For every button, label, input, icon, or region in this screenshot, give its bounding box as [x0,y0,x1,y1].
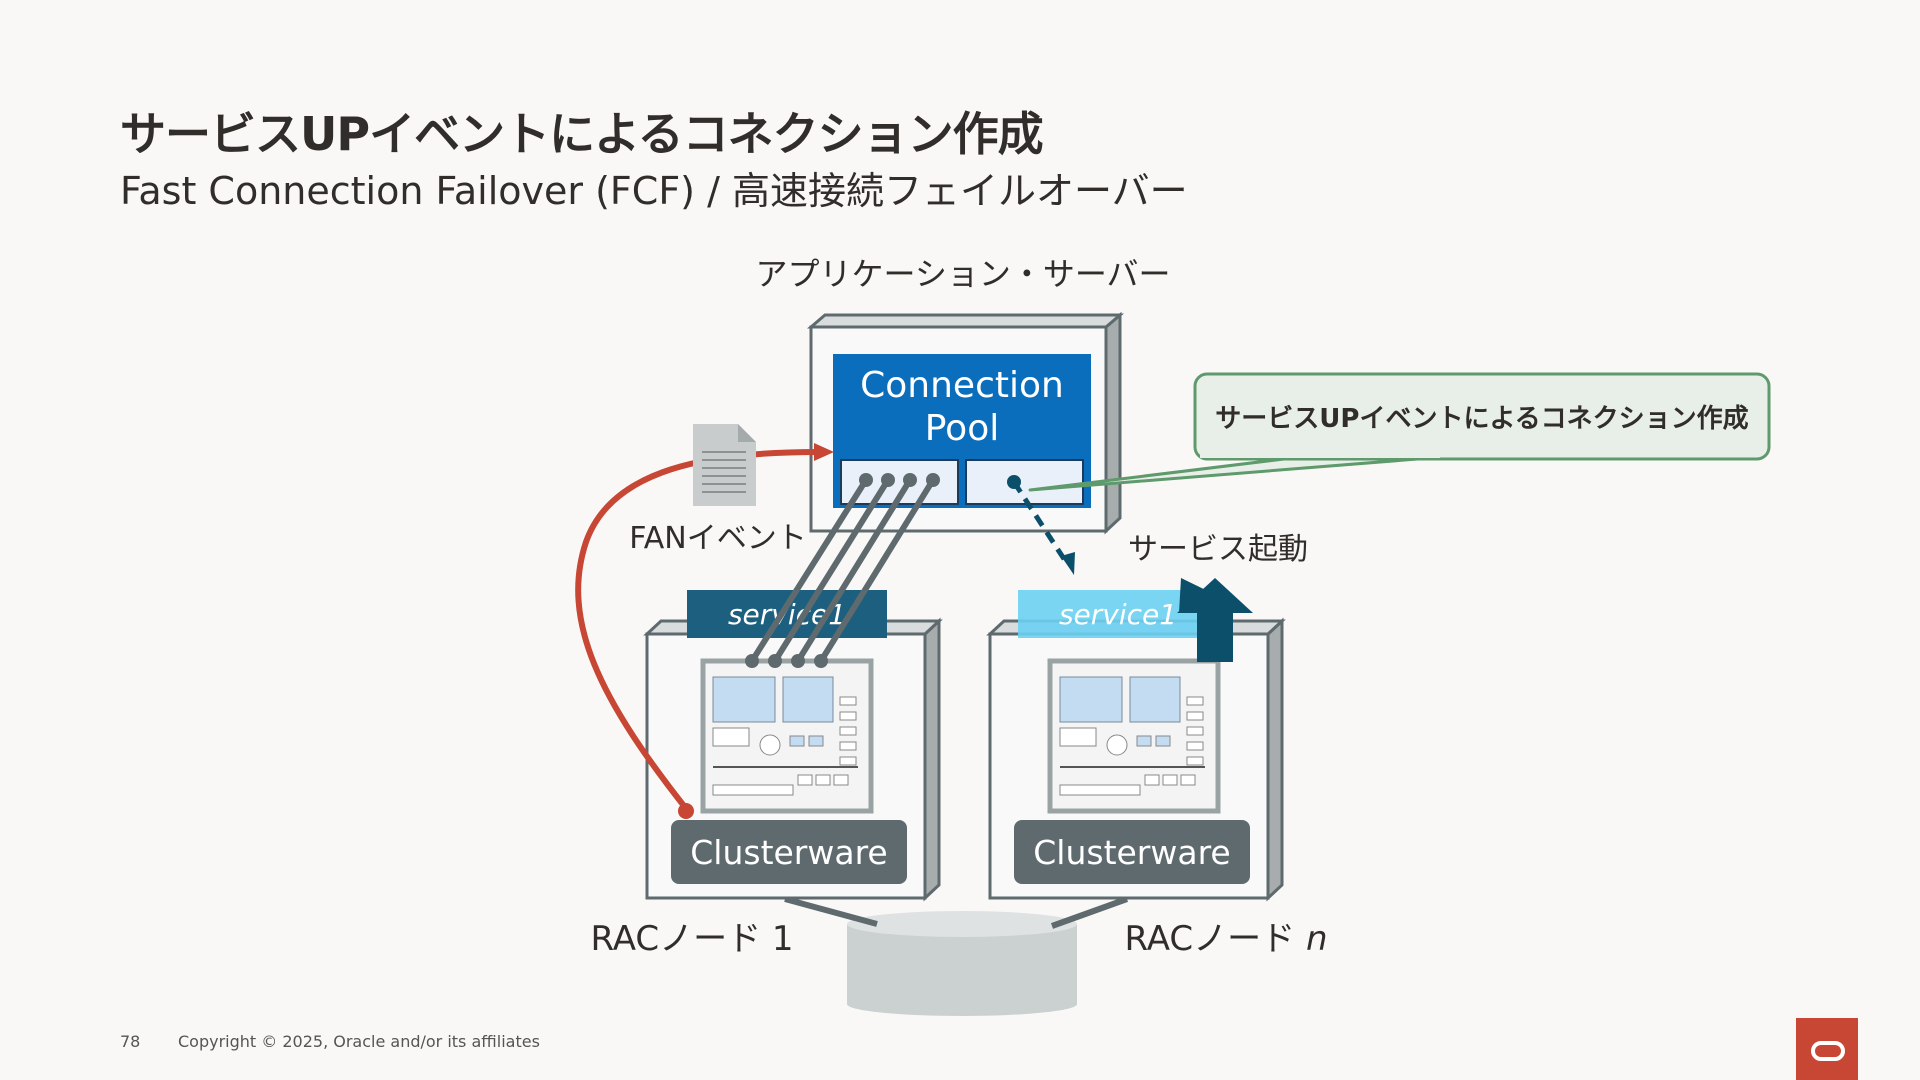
pool-slot-node2 [965,459,1084,505]
node1-connection-dots [745,473,940,668]
new-connection-dashed-line [1011,480,1069,564]
service-start-label: サービス起動 [1128,532,1308,567]
clusterware-node1 [671,820,907,884]
node1-connections [749,478,936,663]
clusterware-node2-label: Clusterware [1033,833,1230,872]
fan-event-label: FANイベント [629,521,806,556]
shared-storage-cylinder [847,911,1077,1016]
new-connection-dot [1007,475,1021,489]
connection-pool-label-2: Pool [925,408,999,449]
node2-storage-link [1050,896,1129,929]
db-instance-thumbnail-node1 [700,658,874,814]
service1-tag-node1 [687,590,887,638]
db-instance-thumbnail-node2 [1047,658,1221,814]
copyright: Copyright © 2025, Oracle and/or its affi… [178,1032,540,1051]
node1-storage-link [784,896,878,927]
service1-tag-node2-label: service1 [1059,598,1177,631]
slide-title: サービスUPイベントによるコネクション作成 [120,107,1044,161]
rac-node1-label: RACノード 1 [590,919,793,959]
clusterware-node1-label: Clusterware [690,833,887,872]
callout-bubble [1028,372,1771,492]
rac-node2-label: RACノード n [1124,919,1327,959]
oracle-logo-icon [1796,1018,1858,1080]
connection-pool-label-1: Connection [860,365,1064,406]
page-number: 78 [120,1032,141,1051]
app-server-label: アプリケーション・サーバー [755,255,1170,293]
slide-subtitle: Fast Connection Failover (FCF) / 高速接続フェイ… [120,169,1188,213]
callout-text: サービスUPイベントによるコネクション作成 [1215,404,1748,434]
fan-document-icon [693,424,756,506]
clusterware-node2 [1014,820,1250,884]
